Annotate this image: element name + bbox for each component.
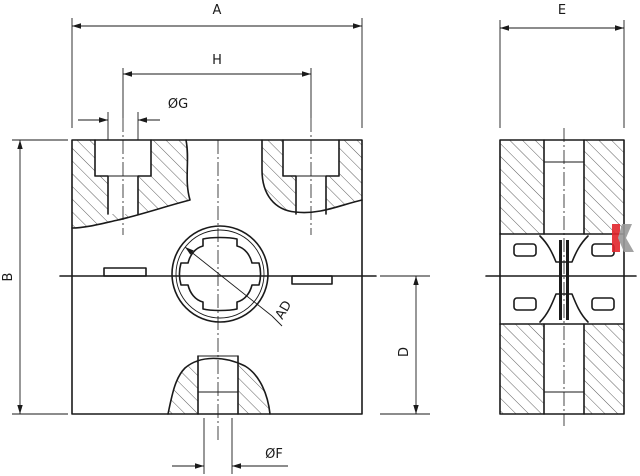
front-dimensions: A H ØG B AD D ØF: [1, 3, 430, 474]
side-dimensions: E: [499, 3, 625, 128]
dim-label-h: H: [212, 53, 222, 68]
front-block-outline: [71, 139, 363, 415]
dim-label-f: ØF: [265, 447, 283, 462]
slot-right: [291, 275, 333, 285]
splined-bore: [171, 225, 269, 323]
dim-label-e: E: [558, 3, 566, 18]
front-view: [59, 118, 377, 440]
dim-label-g: ØG: [168, 97, 188, 112]
dim-label-a: A: [213, 3, 222, 18]
side-view: [485, 128, 637, 426]
dim-label-ad: AD: [273, 298, 295, 322]
dim-label-d: D: [397, 347, 412, 357]
slot-left: [103, 267, 147, 277]
watermark-logo: [612, 224, 634, 252]
dim-label-b: B: [1, 273, 16, 282]
